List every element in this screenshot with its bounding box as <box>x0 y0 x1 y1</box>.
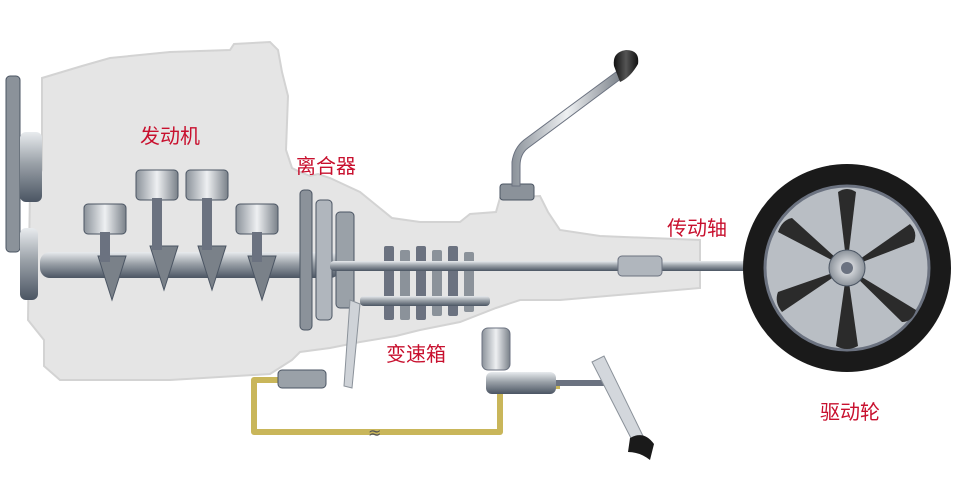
shifter-rod <box>511 71 623 187</box>
piston-3 <box>185 169 229 250</box>
slave-cylinder <box>277 369 327 389</box>
pipe-break-mark: ≈ <box>368 423 381 442</box>
master-cylinder-body <box>486 372 556 394</box>
pulley-lower <box>20 228 38 300</box>
fan-pulley <box>5 75 42 300</box>
label-drive-wheel: 驱动轮 <box>820 400 880 424</box>
label-clutch: 离合器 <box>296 154 356 178</box>
driveshaft <box>330 255 760 277</box>
fan-plate <box>5 75 21 253</box>
gear-shift-lever <box>499 50 639 201</box>
piston-1 <box>83 203 127 262</box>
countershaft <box>360 296 490 306</box>
crankshaft <box>40 245 340 302</box>
engine-block <box>26 40 701 381</box>
pushrod <box>556 380 606 386</box>
driveshaft-coupling <box>617 255 663 277</box>
clutch-pedal <box>591 355 654 460</box>
label-driveshaft: 传动轴 <box>667 216 727 240</box>
master-cylinder <box>481 327 606 394</box>
flywheel <box>299 189 313 331</box>
piston-4 <box>235 203 279 262</box>
clutch-disc <box>315 199 333 321</box>
label-engine: 发动机 <box>140 124 200 148</box>
crankshaft-main <box>40 252 340 278</box>
clutch-assembly <box>299 189 361 389</box>
rim-spokes <box>776 189 916 349</box>
housing <box>26 40 701 381</box>
crank-webs <box>97 245 277 302</box>
pulley-upper <box>20 132 42 202</box>
gear-2 <box>400 250 410 320</box>
clutch-fork <box>343 299 361 389</box>
reservoir <box>481 327 511 371</box>
pedal-pad <box>628 435 654 460</box>
gear-3 <box>416 246 426 320</box>
pedal-arm <box>591 355 645 445</box>
hub-center <box>841 262 853 274</box>
gear-4 <box>432 250 442 316</box>
label-gearbox: 变速箱 <box>386 342 446 366</box>
driveshaft-bar <box>330 261 760 271</box>
shifter-knob <box>613 50 639 82</box>
pistons <box>83 169 279 262</box>
pressure-plate <box>335 211 355 309</box>
gear-1 <box>384 246 394 320</box>
drive-wheel <box>743 164 951 372</box>
piston-2 <box>135 169 179 250</box>
